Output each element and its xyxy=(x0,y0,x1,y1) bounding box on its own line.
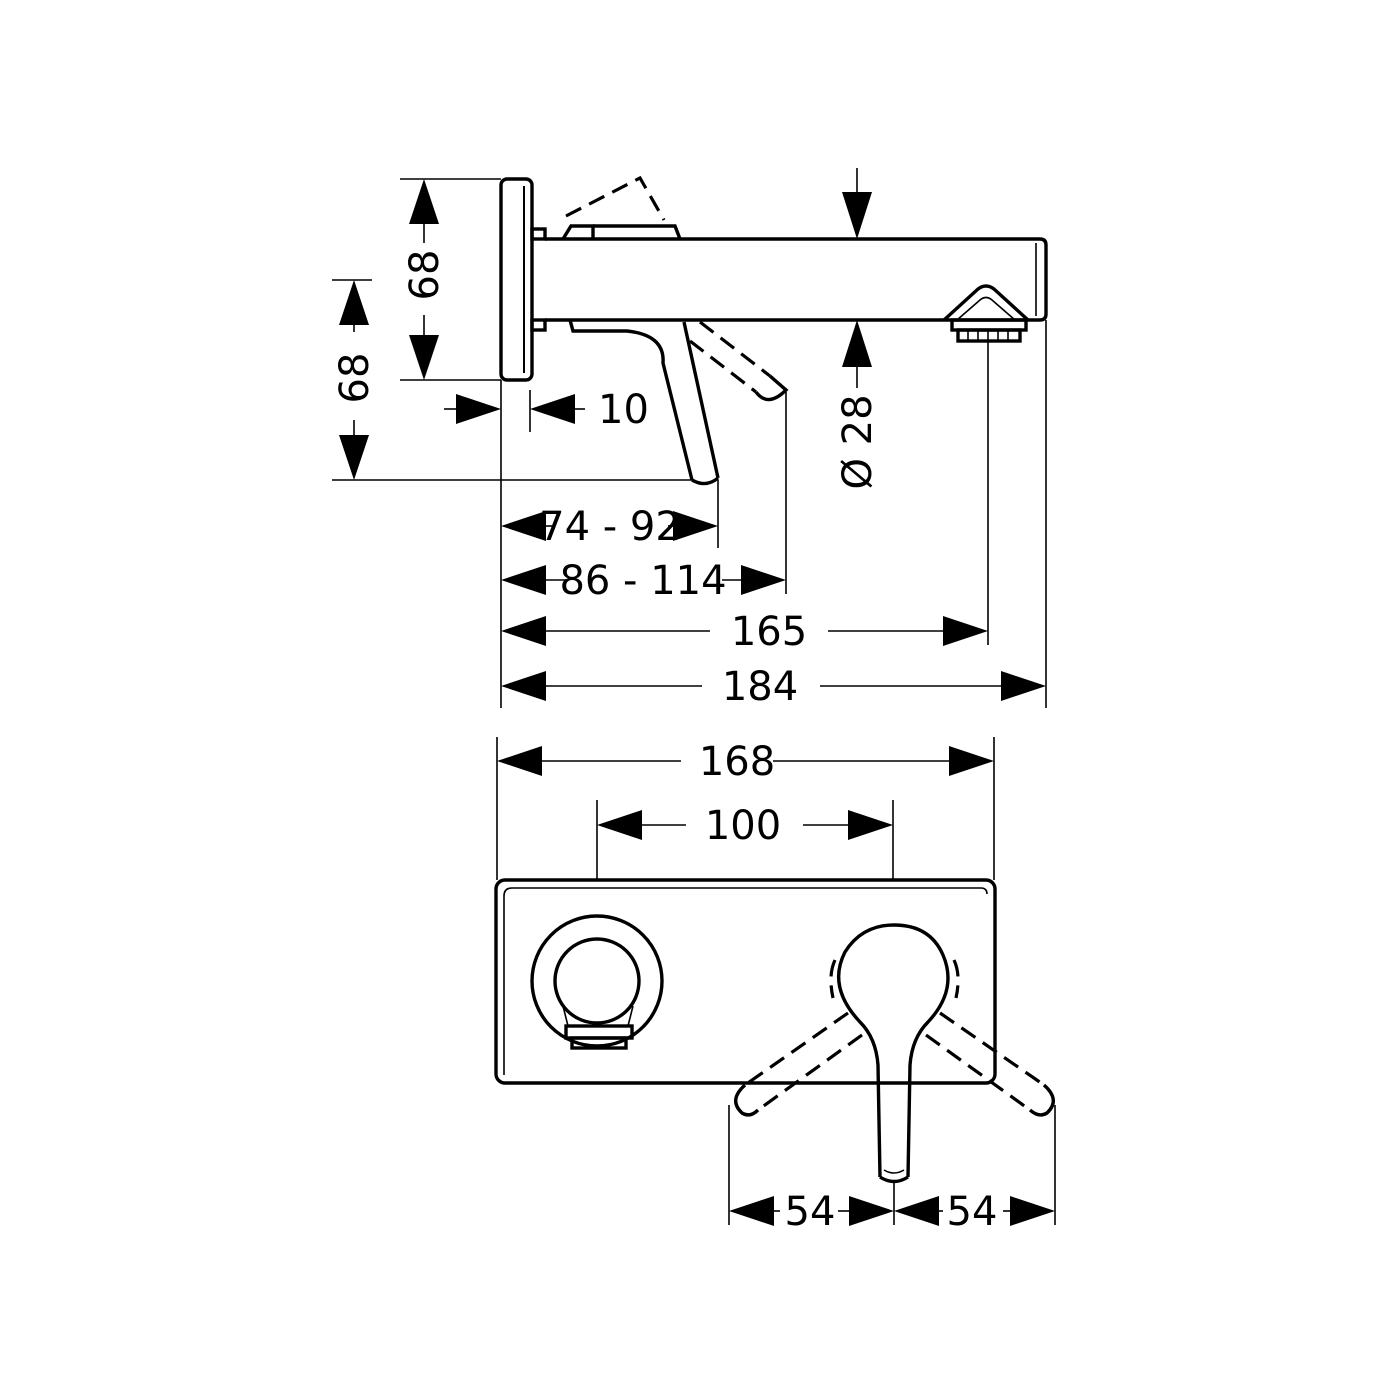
dim-overall-height-label: 68 xyxy=(402,250,448,301)
dim-lever-swing-left-label: 54 xyxy=(785,1189,836,1235)
dim-lever-reach-b: 86 - 114 xyxy=(501,558,786,604)
dim-outlet-diameter-label: Ø 28 xyxy=(835,394,881,489)
lever-hub-dashes xyxy=(829,959,960,999)
lever-front-right-alternate xyxy=(925,1011,1055,1117)
aerator xyxy=(942,284,1030,343)
dim-outlet-distance: 165 xyxy=(501,609,988,655)
dim-spout-length: 184 xyxy=(501,664,1046,710)
dim-spout-length-label: 184 xyxy=(722,664,798,710)
lever-front xyxy=(837,923,950,1184)
side-extension-lines xyxy=(500,320,1047,708)
dim-overall-height: 68 xyxy=(400,178,501,381)
dim-lever-swing-right-label: 54 xyxy=(947,1189,998,1235)
lever-side-alternate xyxy=(689,320,789,402)
spout-body xyxy=(530,227,1048,332)
side-view: 68 68 10 Ø 28 xyxy=(332,168,1048,710)
front-wall-plate xyxy=(494,878,997,1085)
front-view: 168 100 xyxy=(494,737,1056,1235)
dim-lever-swing-left: 54 xyxy=(729,1189,894,1235)
dim-lever-reach-a-label: 74 - 92 xyxy=(539,504,681,550)
outlet-ring xyxy=(530,914,664,1050)
dim-lever-reach-b-label: 86 - 114 xyxy=(559,558,726,604)
dim-outlet-distance-label: 165 xyxy=(731,609,807,655)
dim-plate-width: 168 xyxy=(497,739,994,785)
lever-front-left-alternate xyxy=(734,1011,863,1117)
dim-plate-thickness: 10 xyxy=(444,387,649,433)
dim-lever-swing-right: 54 xyxy=(894,1189,1055,1235)
dim-outlet-diameter: Ø 28 xyxy=(835,168,881,490)
dim-plate-width-label: 168 xyxy=(699,739,775,785)
front-extension-lines xyxy=(496,737,1056,1225)
dim-center-distance-label: 100 xyxy=(705,803,781,849)
wall-plate xyxy=(499,177,534,382)
dim-center-distance: 100 xyxy=(597,803,893,849)
handle-top xyxy=(561,175,682,240)
dim-plate-thickness-label: 10 xyxy=(598,387,649,433)
dim-lever-reach-a: 74 - 92 xyxy=(501,504,718,550)
lever-side xyxy=(568,319,720,486)
dim-lever-height-label: 68 xyxy=(332,353,378,404)
dim-lever-height: 68 xyxy=(332,279,692,481)
